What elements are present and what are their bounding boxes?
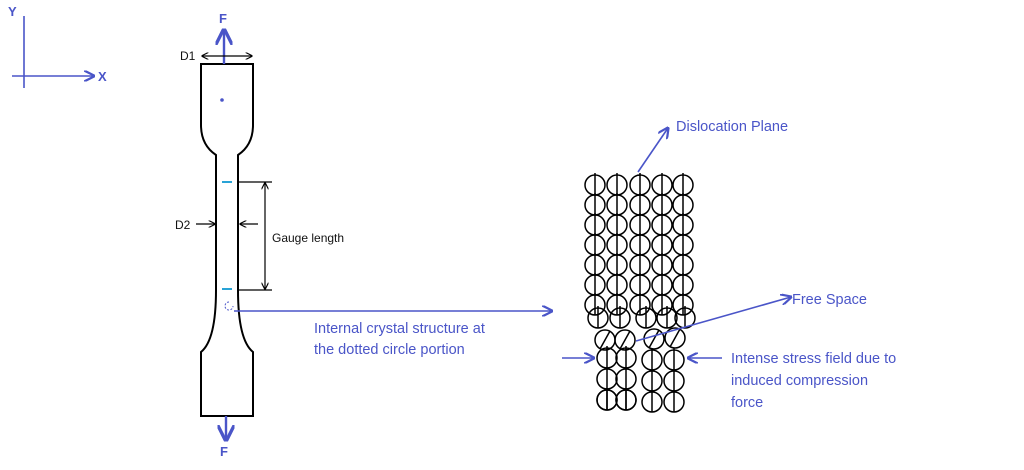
force-bottom-label: F xyxy=(220,444,228,459)
tensile-specimen xyxy=(200,63,254,417)
d1-dimension: D1 xyxy=(180,49,252,63)
x-axis-label: X xyxy=(98,69,107,84)
dotted-circle-marker xyxy=(224,301,234,311)
callout-line-2: the dotted circle portion xyxy=(314,342,465,358)
specimen-outline xyxy=(200,63,254,417)
callout-line-1: Internal crystal structure at xyxy=(314,321,485,337)
crystal-annotations: Dislocation Plane Free Space Intense str… xyxy=(562,119,896,411)
free-space-label: Free Space xyxy=(792,292,867,308)
center-dot xyxy=(220,98,224,102)
callout: Internal crystal structure at the dotted… xyxy=(234,311,552,358)
atom-circle xyxy=(614,329,636,351)
y-axis-label: Y xyxy=(8,4,17,19)
d2-dimension: D2 xyxy=(175,218,258,232)
coordinate-axes: Y X xyxy=(8,4,107,88)
atom-circle xyxy=(664,327,686,349)
crystal-lattice xyxy=(584,173,696,413)
atom-plane-line xyxy=(619,330,631,350)
free-space-arrow xyxy=(635,297,791,342)
force-arrows: F F xyxy=(219,11,228,459)
stress-label-line-3: force xyxy=(731,395,763,411)
d2-label: D2 xyxy=(175,218,191,232)
atom-plane-line xyxy=(599,330,611,350)
gauge-length-label: Gauge length xyxy=(272,231,344,245)
dislocation-arrow xyxy=(637,128,668,173)
stress-label-line-1: Intense stress field due to xyxy=(731,351,896,367)
atom-plane-line xyxy=(669,328,681,348)
atom-plane-line xyxy=(648,329,660,349)
stress-label-line-2: induced compression xyxy=(731,373,868,389)
dislocation-plane-label: Dislocation Plane xyxy=(676,119,788,135)
force-top-label: F xyxy=(219,11,227,26)
gauge-length-dimension: Gauge length xyxy=(238,181,344,291)
d1-label: D1 xyxy=(180,49,196,63)
